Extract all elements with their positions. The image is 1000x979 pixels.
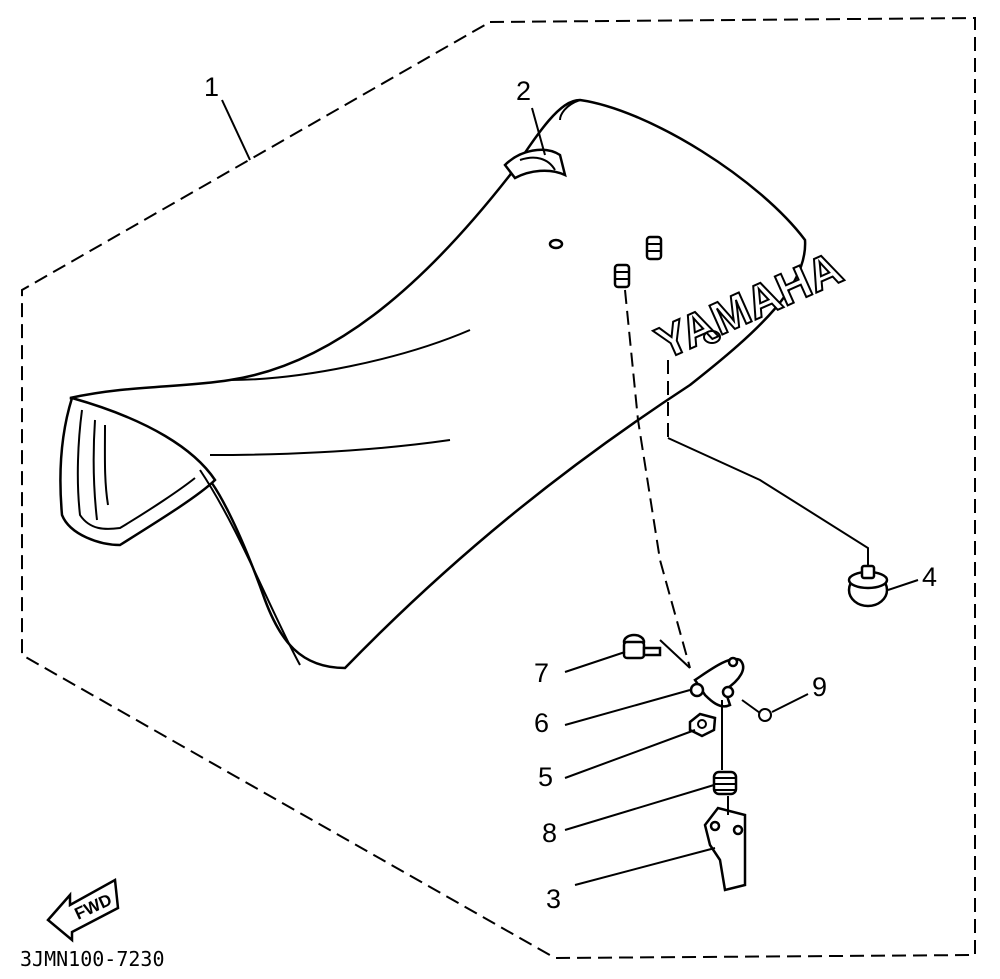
seat-nut	[688, 712, 717, 738]
assembly-boundary	[21, 16, 976, 960]
seat-bolt	[622, 633, 662, 660]
fwd-arrow-icon: FWD	[46, 877, 120, 943]
seat-damper	[847, 564, 889, 608]
callout-label-2: 2	[516, 76, 531, 106]
drawing-code: 3JMN100-7230	[20, 947, 165, 971]
seat-strap	[503, 148, 567, 180]
callout-label-1: 1	[204, 72, 219, 102]
callout-label-4: 4	[922, 562, 937, 592]
seat-drawing: YAMAHA	[59, 98, 851, 670]
seat-spring	[712, 770, 738, 796]
leader-lines	[221, 99, 919, 886]
seat-clip	[758, 708, 772, 722]
callout-label-6: 6	[534, 708, 549, 738]
assembly-lines	[624, 289, 869, 815]
callout-label-8: 8	[542, 818, 557, 848]
callout-label-7: 7	[534, 658, 549, 688]
seat-bolt-right	[645, 235, 663, 261]
seat-bolt-left	[613, 263, 631, 289]
callout-label-9: 9	[812, 672, 827, 702]
callout-label-3: 3	[546, 884, 561, 914]
seat-hook-plate	[689, 656, 745, 708]
callout-label-5: 5	[538, 762, 553, 792]
seat-lock-bracket	[703, 806, 747, 892]
